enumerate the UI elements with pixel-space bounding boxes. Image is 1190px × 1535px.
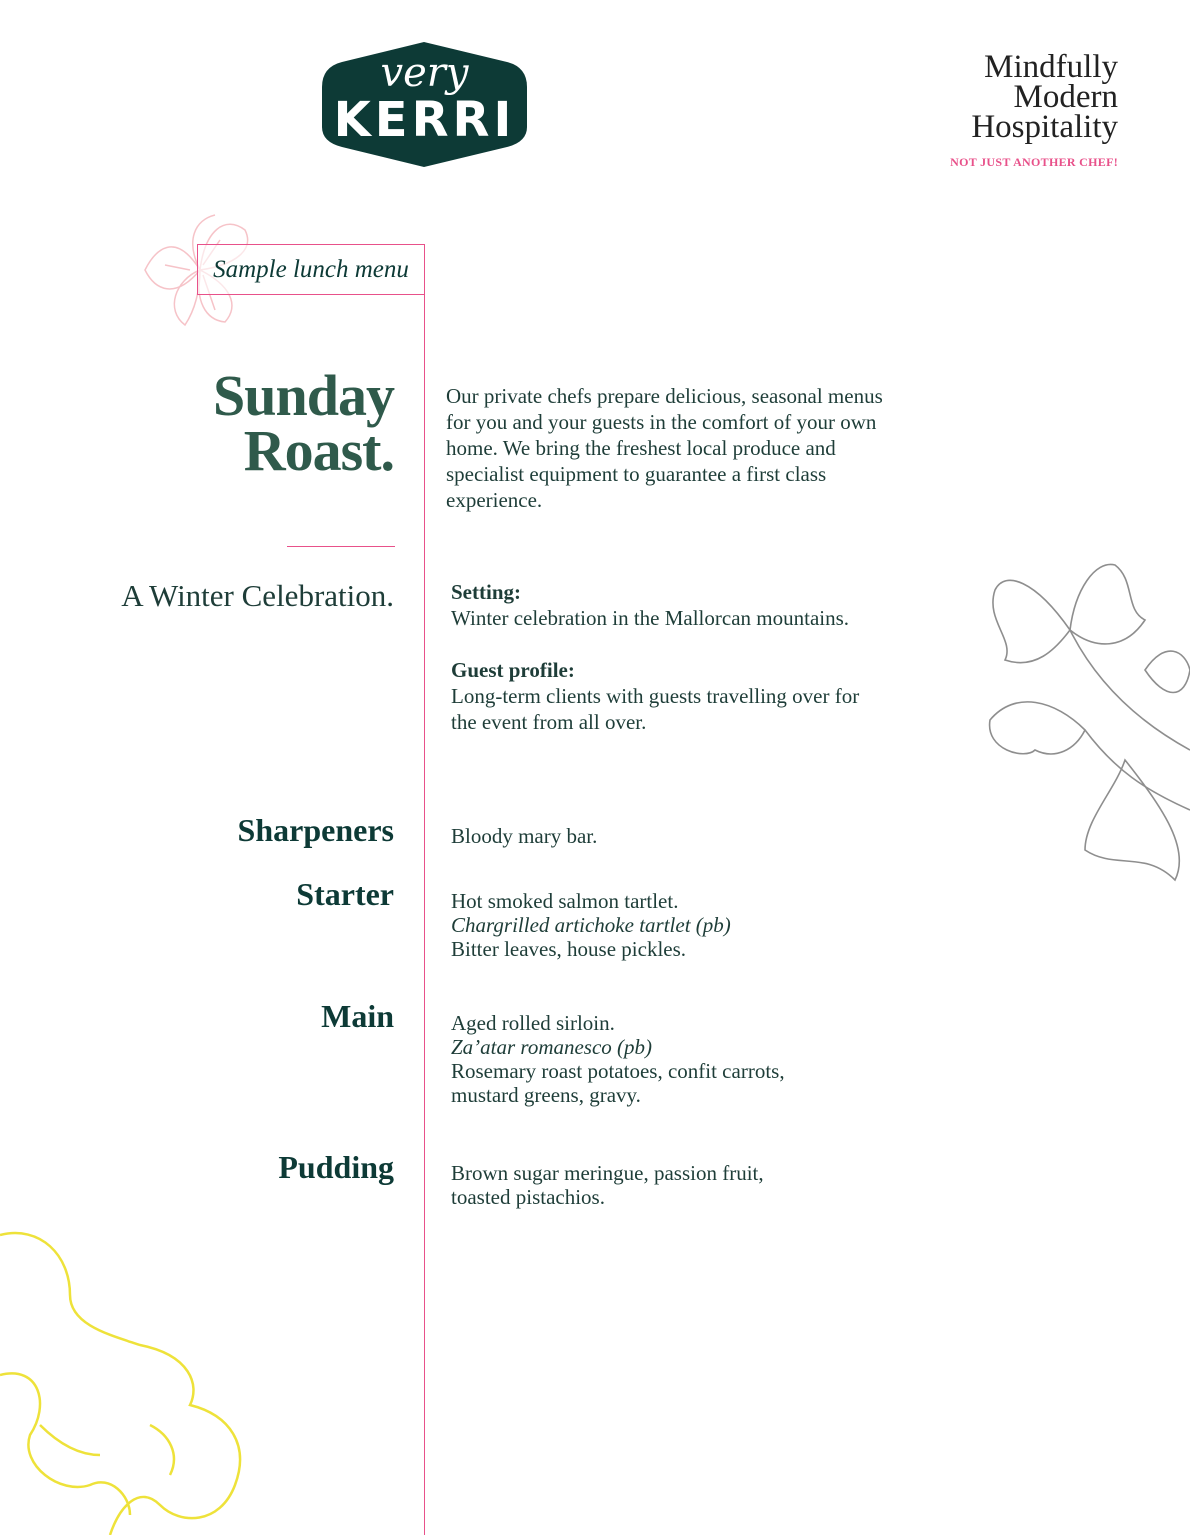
tagline-line: Modern <box>1013 79 1118 115</box>
divider-vertical <box>424 244 425 1535</box>
divider-short <box>287 546 395 547</box>
title-line: Sunday <box>212 363 395 428</box>
title-line: Roast. <box>243 418 395 483</box>
tagline: Mindfully Modern Hospitality <box>971 49 1118 145</box>
course-desc: Aged rolled sirloin. Za’atar romanesco (… <box>451 1011 891 1107</box>
dish-line: Aged rolled sirloin. <box>451 1011 615 1035</box>
dish-line: mustard greens, gravy. <box>451 1083 641 1107</box>
course-name: Pudding <box>278 1149 394 1185</box>
course-name: Starter <box>296 876 394 912</box>
ginger-illustration <box>0 1231 242 1535</box>
logo-very: very <box>380 50 469 96</box>
setting-text: Winter celebration in the Mallorcan moun… <box>451 606 850 630</box>
event-info: Setting: Winter celebration in the Mallo… <box>451 579 931 735</box>
parsley-illustration <box>988 563 1190 882</box>
course-desc: Hot smoked salmon tartlet. Chargrilled a… <box>451 889 891 961</box>
dish-line: Rosemary roast potatoes, confit carrots, <box>451 1059 785 1083</box>
guest-label: Guest profile: <box>451 658 575 682</box>
dish-line-plant-based: Chargrilled artichoke tartlet (pb) <box>451 913 731 937</box>
intro-text: Our private chefs prepare delicious, sea… <box>446 384 883 512</box>
setting-label: Setting: <box>451 580 521 604</box>
dish-line: Bloody mary bar. <box>451 824 598 848</box>
page-title: Sunday Roast. <box>212 363 395 483</box>
logo-badge-shape <box>322 42 527 167</box>
dish-line: Hot smoked salmon tartlet. <box>451 889 679 913</box>
tagline-line: Mindfully <box>984 49 1118 85</box>
subtitle: A Winter Celebration. <box>121 578 394 613</box>
guest-text: Long-term clients with guests travelling… <box>451 684 860 734</box>
course-desc: Brown sugar meringue, passion fruit, toa… <box>451 1161 891 1209</box>
course-name: Main <box>321 998 394 1034</box>
dish-line-plant-based: Za’atar romanesco (pb) <box>451 1035 653 1059</box>
logo-kerri: KERRI <box>333 92 516 148</box>
dish-line: Brown sugar meringue, passion fruit, <box>451 1161 764 1185</box>
course-desc: Bloody mary bar. <box>451 824 891 848</box>
course-name: Sharpeners <box>237 812 394 848</box>
tagline-sub: NOT JUST ANOTHER CHEF! <box>950 155 1118 169</box>
tagline-line: Hospitality <box>971 109 1118 145</box>
dish-line: Bitter leaves, house pickles. <box>451 937 687 961</box>
dish-line: toasted pistachios. <box>451 1185 605 1209</box>
very-kerri-logo[interactable]: very KERRI <box>322 42 527 167</box>
menu-label-box: Sample lunch menu <box>197 244 424 295</box>
